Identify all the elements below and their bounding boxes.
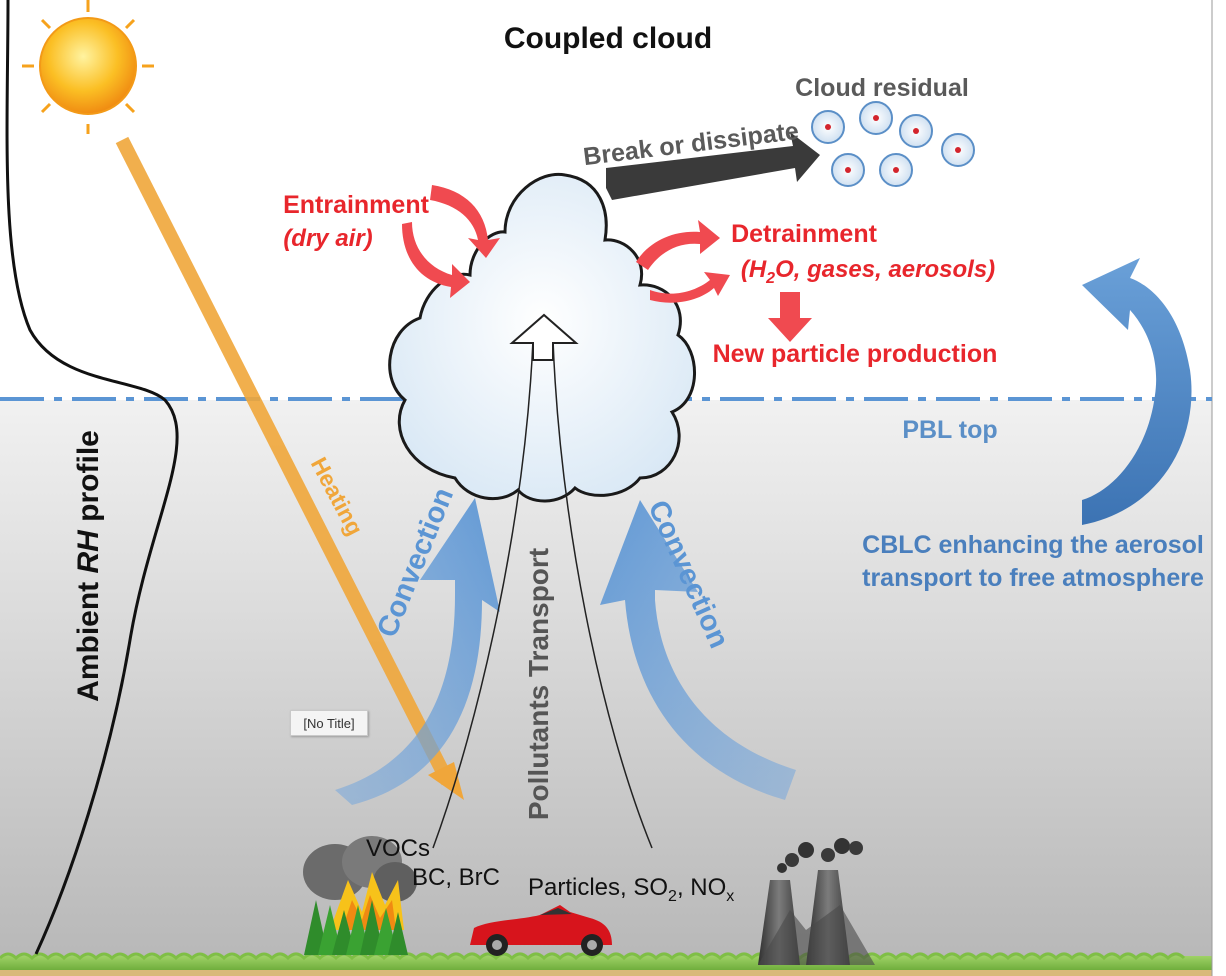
cblc-arrow — [1082, 258, 1192, 525]
convection-arrow-right — [600, 500, 796, 800]
rh-profile-curve — [5, 0, 179, 955]
grass-blades — [0, 952, 1186, 961]
detrainment-label: Detrainment — [731, 220, 878, 248]
cblc-label-line1: CBLC enhancing the aerosol — [862, 531, 1204, 559]
pollutants-transport-label: Pollutants Transport — [523, 548, 554, 820]
ground-soil — [0, 970, 1226, 976]
new-particle-arrow — [768, 292, 812, 342]
entrainment-label: Entrainment — [283, 191, 430, 219]
break-arrow — [606, 132, 820, 200]
pollutant-arrow-head — [509, 313, 579, 361]
bc-label: BC, BrC — [412, 864, 500, 891]
rh-profile-label: Ambient RH profile — [72, 430, 105, 702]
right-margin — [1212, 0, 1226, 976]
car-icon — [470, 905, 612, 956]
cblc-label-line2: transport to free atmosphere — [862, 564, 1204, 592]
convection-arrow-left — [335, 498, 500, 805]
particles-label: Particles, SO2, NOx — [528, 874, 734, 905]
detrainment-arrows — [636, 220, 812, 342]
fire-icon — [303, 836, 417, 955]
sun-icon — [22, 0, 154, 134]
entrainment-sub-label: (dry air) — [283, 225, 372, 252]
diagram-title: Coupled cloud — [504, 22, 712, 55]
factory-icon — [758, 838, 875, 965]
cloud-residual-bubbles — [811, 101, 975, 187]
pollutant-line-right — [552, 339, 653, 849]
detrainment-sub-label: (H2O, gases, aerosols) — [741, 256, 995, 287]
no-title-tooltip: [No Title] — [290, 710, 368, 736]
vocs-label: VOCs — [366, 835, 430, 862]
entrainment-arrows — [402, 185, 500, 298]
pbl-top-label: PBL top — [902, 416, 997, 444]
cloud-residual-label: Cloud residual — [795, 74, 969, 102]
heating-arrow — [115, 136, 464, 800]
pollutant-line-left — [432, 339, 534, 849]
new-particle-label: New particle production — [713, 340, 998, 368]
